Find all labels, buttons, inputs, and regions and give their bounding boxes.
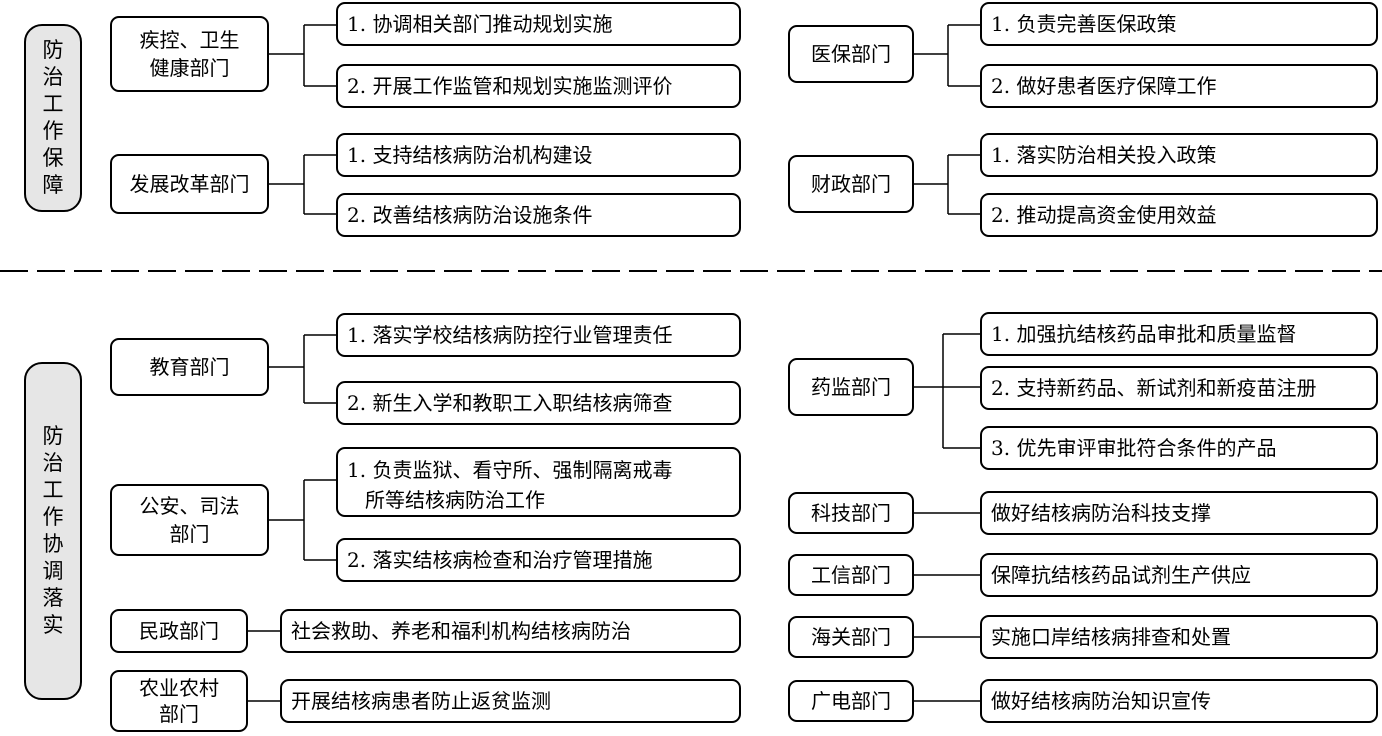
label-char: 障 <box>42 173 64 197</box>
label-char: 落 <box>42 586 64 610</box>
label-char: 实 <box>42 613 64 637</box>
dept-fagai-box: 发展改革部门 <box>110 154 269 214</box>
task-box: 1. 负责完善医保政策 <box>980 2 1378 46</box>
label-char: 保 <box>42 146 64 170</box>
label-char: 治 <box>42 65 64 89</box>
dept-name-line: 疾控、卫生 <box>139 28 240 52</box>
dept-gongan-box: 公安、司法 部门 <box>110 484 269 556</box>
label-char: 协 <box>42 532 64 556</box>
task-box: 做好结核病防治知识宣传 <box>980 679 1378 723</box>
dept-yibao-box: 医保部门 <box>788 25 914 83</box>
task-box: 1. 支持结核病防治机构建设 <box>336 133 741 177</box>
task-box: 1. 落实学校结核病防控行业管理责任 <box>336 313 741 357</box>
dept-yaojian-box: 药监部门 <box>788 358 914 416</box>
guarantee-section-label: 防 治 工 作 保 障 <box>24 24 82 212</box>
task-box-multiline: 1. 负责监狱、看守所、强制隔离戒毒 所等结核病防治工作 <box>336 447 741 517</box>
label-char: 防 <box>42 424 64 448</box>
label-char: 工 <box>42 92 64 116</box>
dept-caizheng-box: 财政部门 <box>788 155 914 213</box>
task-box: 做好结核病防治科技支撑 <box>980 491 1378 535</box>
dept-name-line: 农业农村 <box>139 676 219 700</box>
task-box: 2. 推动提高资金使用效益 <box>980 193 1378 237</box>
task-line: 1. 负责监狱、看守所、强制隔离戒毒 <box>347 458 673 482</box>
dept-gongxin-box: 工信部门 <box>788 554 914 596</box>
task-box: 2. 做好患者医疗保障工作 <box>980 64 1378 108</box>
task-box: 2. 落实结核病检查和治疗管理措施 <box>336 538 741 582</box>
dept-guangdian-box: 广电部门 <box>788 680 914 722</box>
coordination-section-label: 防 治 工 作 协 调 落 实 <box>24 362 82 700</box>
task-box: 1. 落实防治相关投入政策 <box>980 133 1378 177</box>
task-box: 2. 支持新药品、新试剂和新疫苗注册 <box>980 366 1378 410</box>
dept-minzheng-box: 民政部门 <box>110 609 248 653</box>
label-char: 作 <box>42 505 64 529</box>
dept-haiguan-box: 海关部门 <box>788 616 914 658</box>
label-char: 工 <box>42 478 64 502</box>
task-box: 开展结核病患者防止返贫监测 <box>280 679 741 723</box>
label-char: 治 <box>42 451 64 475</box>
dept-jiaoyu-box: 教育部门 <box>110 338 269 396</box>
dept-name-line: 部门 <box>159 702 199 726</box>
task-box: 1. 协调相关部门推动规划实施 <box>336 2 741 46</box>
task-box: 1. 加强抗结核药品审批和质量监督 <box>980 312 1378 356</box>
label-char: 防 <box>42 38 64 62</box>
task-box: 2. 改善结核病防治设施条件 <box>336 193 741 237</box>
dept-nongye-box: 农业农村 部门 <box>110 670 248 732</box>
task-box: 2. 开展工作监管和规划实施监测评价 <box>336 64 741 108</box>
dept-jikong-box: 疾控、卫生 健康部门 <box>110 16 269 92</box>
task-box: 3. 优先审评审批符合条件的产品 <box>980 426 1378 470</box>
dept-keji-box: 科技部门 <box>788 492 914 534</box>
label-char: 调 <box>42 559 64 583</box>
label-char: 作 <box>42 119 64 143</box>
dept-name-line: 健康部门 <box>149 56 230 80</box>
task-box: 2. 新生入学和教职工入职结核病筛查 <box>336 381 741 425</box>
task-box: 保障抗结核药品试剂生产供应 <box>980 553 1378 597</box>
task-line: 所等结核病防治工作 <box>365 488 545 512</box>
dept-name-line: 部门 <box>169 522 210 546</box>
dept-name-line: 公安、司法 <box>139 494 240 518</box>
task-box: 实施口岸结核病排查和处置 <box>980 615 1378 659</box>
task-box: 社会救助、养老和福利机构结核病防治 <box>280 609 741 653</box>
